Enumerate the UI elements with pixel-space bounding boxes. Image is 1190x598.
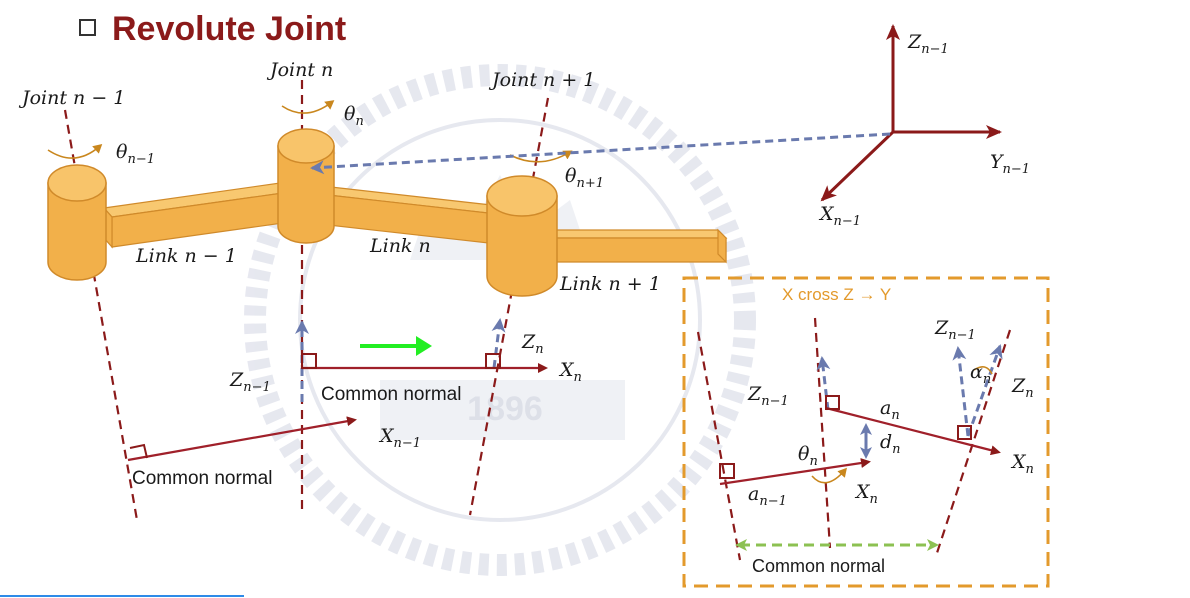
inset-right-angle-left: [719, 463, 735, 479]
theta-label-curr: θn: [344, 103, 364, 129]
link-prev-shape: [102, 182, 292, 249]
joint-label-next: Joint n + 1: [488, 69, 595, 91]
inset-border: [682, 276, 1050, 588]
theta-label-next: θn+1: [565, 165, 604, 191]
inset-right-angle-top: [825, 395, 840, 410]
inset-a-n-label: an: [880, 397, 900, 423]
inset-alpha-label: αn: [970, 361, 991, 387]
joint-cylinder-prev: [47, 164, 107, 281]
title-checkbox-icon: [79, 19, 96, 36]
frame-y-label: Yn−1: [990, 151, 1030, 177]
main-x-n-label: Xn: [558, 359, 582, 385]
inset-z-prev-left-label: Zn−1: [747, 383, 789, 409]
inset-axis-left: [696, 331, 742, 561]
inset-x-n-mid-axis: [719, 458, 871, 486]
frame-x-axis: [820, 130, 895, 202]
main-z-prev-label: Zn−1: [229, 369, 271, 395]
green-arrow-head-icon: [416, 336, 432, 356]
frame-projection-dashed-arrow: [310, 132, 891, 175]
inset-x-n-mid-label: Xn: [854, 481, 878, 507]
right-angle-marker-upper-right: [485, 353, 501, 369]
joint-cylinder-curr: [277, 128, 335, 244]
watermark-year: 1896: [467, 390, 543, 428]
link-next-shape: [538, 228, 728, 264]
inset-theta-label: θn: [798, 443, 818, 469]
inset-z-n-arrow: [966, 344, 1003, 437]
joint-cylinder-next: [486, 175, 558, 297]
main-axes: [127, 318, 548, 462]
joint-axis-prev: [63, 109, 139, 521]
theta-label-prev: θn−1: [116, 141, 155, 167]
reference-frame: Zn−1 Yn−1 Xn−1: [310, 24, 1030, 229]
main-z-n-label: Zn: [521, 331, 544, 357]
title-group: Revolute Joint: [79, 10, 346, 48]
inset-alpha-arc-icon: [973, 366, 993, 375]
x-prev-axis-arrow: [127, 416, 357, 462]
common-normal-label-upper: Common normal: [321, 384, 461, 405]
joint-label-prev: Joint n − 1: [18, 87, 125, 109]
right-angle-marker-upper-left: [301, 353, 317, 369]
inset-theta-rotation-icon: [811, 467, 847, 484]
main-x-prev-label: Xn−1: [378, 425, 421, 451]
inset-panel: X cross Z → Y Zn−1 αn Zn Zn−1 an dn θn X…: [682, 276, 1050, 588]
link-label-curr: Link n: [369, 235, 431, 257]
common-normal-label-lower: Common normal: [132, 468, 272, 489]
joint-axis-next: [468, 97, 550, 516]
inset-x-n-right-label: Xn: [1010, 451, 1034, 477]
inset-x-n-axis: [825, 406, 1001, 456]
inset-z-prev-top-arrow: [952, 346, 970, 437]
link-label-next: Link n + 1: [559, 273, 661, 295]
inset-rule-text: X cross Z → Y: [782, 285, 891, 304]
rotation-arrow-curr-icon: [281, 100, 335, 114]
inset-d-n-label: dn: [880, 431, 901, 457]
right-angle-marker-lower: [129, 443, 148, 459]
frame-z-label: Zn−1: [907, 31, 949, 57]
rotation-arrow-next-icon: [509, 150, 573, 163]
frame-x-label: Xn−1: [818, 203, 861, 229]
inset-a-prev-label: an−1: [748, 483, 787, 509]
inset-right-angle-right: [957, 425, 972, 440]
link-label-prev: Link n − 1: [135, 245, 237, 267]
inset-axis-right: [934, 329, 1012, 557]
rotation-arrow-prev-icon: [47, 144, 103, 159]
inset-z-prev-top-label: Zn−1: [934, 317, 976, 343]
joint-label-curr: Joint n: [266, 59, 333, 81]
joint-axes: [63, 80, 550, 521]
inset-z-prev-arrow: [816, 356, 831, 411]
inset-axis-mid: [813, 317, 832, 549]
page-title: Revolute Joint: [112, 10, 346, 48]
z-n-axis-arrow: [491, 318, 506, 369]
inset-common-normal-label: Common normal: [752, 556, 885, 576]
inset-z-n-label: Zn: [1011, 375, 1034, 401]
